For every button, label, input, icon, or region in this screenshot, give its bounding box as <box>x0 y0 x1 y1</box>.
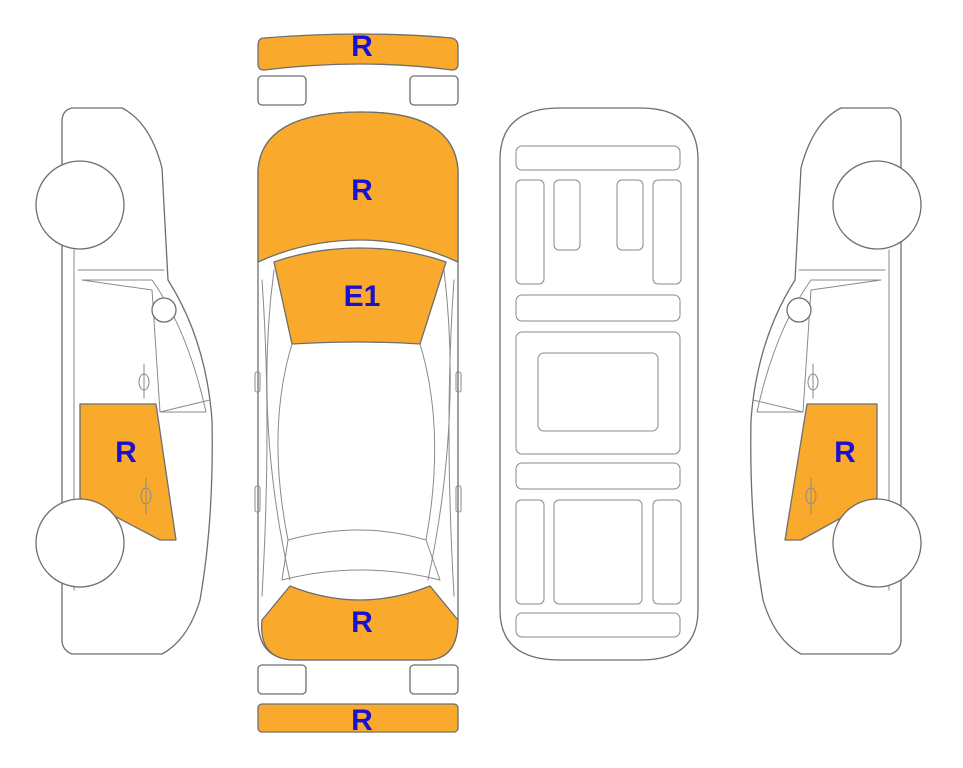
car-right-pillar <box>419 343 436 541</box>
right-side-rear-wheel <box>832 498 922 588</box>
handle-right-top <box>455 485 462 513</box>
left-side-rear-wheel <box>35 498 125 588</box>
rear-window <box>281 529 441 581</box>
front-bumper-label: R <box>351 30 373 63</box>
left-side-window-divider <box>159 399 211 413</box>
left-side-front-wheel <box>35 160 125 250</box>
rear-left-light <box>257 664 307 695</box>
front-bumper-damage <box>257 33 459 71</box>
hood-damage <box>257 111 459 263</box>
trunk-damage <box>260 585 459 661</box>
left-side-door-handle-icon <box>138 363 152 515</box>
right-side-door-handle-icon <box>805 363 819 515</box>
left-side-mirror <box>151 297 177 323</box>
left-side-window <box>81 279 207 413</box>
left-rear-door-label: R <box>115 436 137 469</box>
rear-right-light <box>409 664 459 695</box>
front-left-light <box>257 75 307 106</box>
underbody-outline <box>499 107 699 661</box>
underbody-panel-fl2 <box>553 179 581 251</box>
mirror-left-top <box>254 371 261 393</box>
car-left-pillar <box>277 343 293 541</box>
underbody-panel-front <box>515 145 681 171</box>
car-body-left-edge <box>261 279 268 597</box>
rear-bumper-damage <box>257 703 459 733</box>
underbody-panel-rc <box>553 499 643 605</box>
underbody-panel-mid2 <box>515 462 681 490</box>
windshield-damage <box>273 247 447 345</box>
right-side-window <box>756 279 882 413</box>
right-side-window-divider <box>752 399 804 413</box>
trunk-label: R <box>351 606 373 639</box>
underbody-panel-rear <box>515 612 681 638</box>
roof-left-curve <box>266 269 291 581</box>
handle-left-top <box>254 485 261 513</box>
underbody-panel-center-inner <box>537 352 659 432</box>
underbody-panel-fl <box>515 179 545 285</box>
front-right-light <box>409 75 459 106</box>
right-side-front-wheel <box>832 160 922 250</box>
windshield-label: E1 <box>344 280 381 313</box>
underbody-panel-center-outer <box>515 331 681 455</box>
underbody-panel-mid1 <box>515 294 681 322</box>
underbody-panel-rr <box>652 499 682 605</box>
underbody-panel-rl <box>515 499 545 605</box>
right-side-view: R <box>750 107 922 655</box>
right-side-mirror <box>786 297 812 323</box>
left-side-view: R <box>35 107 213 655</box>
right-rear-door-label: R <box>834 436 856 469</box>
mirror-right-top <box>455 371 462 393</box>
underbody-panel-fr2 <box>616 179 644 251</box>
underbody-panel-fr <box>652 179 682 285</box>
top-view: R R E1 R R <box>254 30 462 737</box>
roof-right-curve <box>427 269 451 581</box>
underbody-view <box>499 107 699 661</box>
rear-bumper-label: R <box>351 704 373 737</box>
hood-label: R <box>351 174 373 207</box>
